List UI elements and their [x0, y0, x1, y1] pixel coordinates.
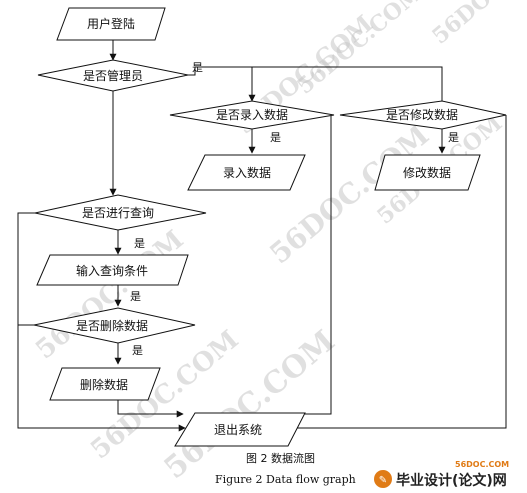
node-is-admin-shape: [37, 59, 189, 92]
node-is-delete-shape: [33, 307, 196, 344]
node-modify-data-shape: [374, 154, 481, 191]
node-exit-system-shape: [174, 412, 306, 447]
node-is-query-shape: [34, 194, 207, 231]
edge-enter-no-to-exit: [305, 115, 332, 415]
node-delete-data: 删除数据: [80, 377, 128, 392]
edge-label-delete-yes: 是: [132, 344, 143, 357]
node-is-enter: 是否录入数据: [216, 107, 288, 122]
edge-label-query-yes: 是: [134, 237, 145, 250]
node-user-login-shape: [56, 7, 166, 41]
edge-modify-no-to-exit: [291, 115, 507, 429]
node-input-query-shape: [36, 254, 189, 286]
edge-query-no-to-exit: [17, 212, 186, 432]
node-is-delete: 是否删除数据: [76, 318, 148, 333]
brand-logo-icon: [374, 470, 392, 488]
brand-logo: ✎ 56DOC.COM 毕业设计(论文)网: [374, 460, 509, 489]
node-labels: 用户登陆 是否管理员 是否录入数据 是否修改数据 录入数据 修改数据 是否进行查…: [76, 16, 458, 437]
node-delete-data-shape: [49, 367, 161, 401]
node-is-modify-shape: [339, 100, 507, 130]
node-is-enter-shape: [169, 100, 335, 130]
node-enter-data-shape: [187, 154, 306, 191]
brand-logo-glyph: ✎: [379, 475, 387, 486]
edge-labels: 是 是 是 是 是 是: [130, 61, 459, 357]
node-is-query: 是否进行查询: [82, 206, 154, 220]
node-exit-system: 退出系统: [214, 423, 262, 437]
brand-name: 毕业设计(论文)网: [396, 472, 507, 489]
edge-label-enter-yes: 是: [270, 131, 281, 144]
node-modify-data: 修改数据: [403, 165, 451, 180]
shapes: [33, 7, 507, 447]
figure-caption-chinese: 图 2 数据流图: [246, 451, 315, 465]
node-user-login: 用户登陆: [87, 16, 135, 31]
node-input-query: 输入查询条件: [76, 263, 148, 278]
edge-deletedata-to-exit: [117, 400, 184, 418]
node-enter-data: 录入数据: [223, 165, 271, 180]
node-is-admin: 是否管理员: [83, 68, 143, 83]
edge-label-input-yes: 是: [130, 290, 141, 303]
watermark-text: 56DOC.COM: [30, 225, 189, 365]
edge-label-admin-yes: 是: [192, 61, 203, 74]
watermark-text: 56DOC.COM: [427, 0, 527, 50]
brand-site: 56DOC.COM: [455, 460, 509, 469]
connectors: [17, 40, 507, 432]
edge-label-modify-yes: 是: [448, 131, 459, 144]
edge-admin-right: [188, 66, 443, 101]
figure-caption-english: Figure 2 Data flow graph: [215, 473, 356, 486]
node-is-modify: 是否修改数据: [386, 107, 458, 122]
